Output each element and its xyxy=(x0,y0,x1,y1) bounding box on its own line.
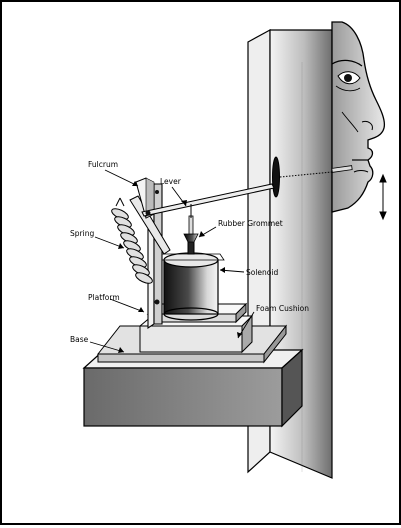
label-base: Base xyxy=(70,335,89,344)
label-platform: Platform xyxy=(88,293,120,302)
label-lever: Lever xyxy=(160,177,182,186)
motion-arrow xyxy=(379,173,387,221)
fulcrum-post xyxy=(129,177,171,330)
solenoid xyxy=(157,215,225,321)
eye-icon xyxy=(344,74,352,82)
apparatus-diagram: Fulcrum Lever Rubber Grommet Spring Sole… xyxy=(70,21,387,479)
label-foam-cushion: Foam Cushion xyxy=(256,304,309,313)
label-spring: Spring xyxy=(70,229,94,238)
wall-opening xyxy=(272,156,280,198)
leader-arrowheads xyxy=(118,181,242,353)
label-solenoid: Solenoid xyxy=(246,268,278,277)
label-fulcrum: Fulcrum xyxy=(88,160,118,169)
rubber-grommet xyxy=(183,233,199,243)
lever xyxy=(141,183,275,218)
spring xyxy=(111,197,153,284)
label-rubber-grommet: Rubber Grommet xyxy=(218,219,283,228)
air-puff-path xyxy=(279,165,353,178)
subject-face xyxy=(331,21,386,213)
